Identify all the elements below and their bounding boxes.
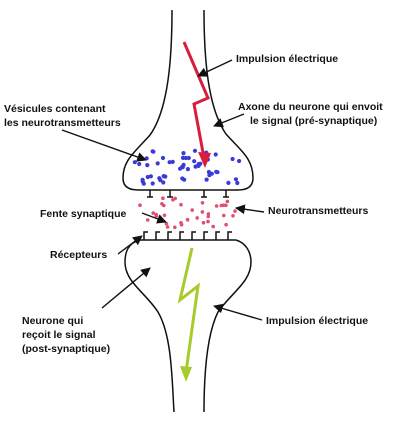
leader-neurotransmitters [235, 204, 265, 215]
neurotransmitter-dot [165, 225, 170, 229]
label-receiving-line3: (post-synaptique) [22, 343, 110, 355]
neurotransmitter-dot [164, 221, 169, 226]
neurotransmitter-dot [162, 203, 166, 208]
impulse-arrow-top-head [198, 152, 211, 168]
vesicle-dot [230, 156, 235, 162]
label-cleft: Fente synaptique [40, 208, 127, 220]
vesicle-dot [150, 181, 155, 186]
neurotransmitter-dot [222, 213, 226, 218]
neurotransmitter-dot [211, 224, 215, 229]
vesicle-dot [209, 171, 214, 176]
neurotransmitter-dot [233, 209, 237, 213]
label-neurotransmitters: Neurotransmetteurs [268, 205, 369, 217]
vesicle-dot [150, 149, 155, 154]
neurotransmitter-dot [161, 196, 165, 200]
neurotransmitter-dot [200, 210, 205, 214]
receptors [143, 231, 232, 240]
neurotransmitter-dot [200, 201, 205, 205]
neurotransmitter-dot [224, 203, 228, 208]
leader-axon [213, 113, 245, 128]
neurotransmitter-dot [190, 208, 194, 212]
label-vesicles-line1: Vésicules contenant [4, 103, 106, 115]
vesicles [132, 148, 242, 186]
neurotransmitter-dot [201, 220, 206, 225]
impulse-arrow-top [182, 41, 210, 159]
vesicle-dot [132, 160, 137, 165]
label-impulse-top: Impulsion électrique [236, 53, 338, 65]
impulse-arrow-bottom-head [180, 366, 192, 382]
impulse-arrow-bottom [177, 247, 200, 373]
vesicle-dot [167, 160, 172, 165]
vesicle-dot [214, 169, 219, 174]
vesicle-dot [155, 161, 160, 166]
vesicle-dot [183, 155, 188, 161]
leader-impulse-bottom [213, 303, 263, 321]
neurotransmitter-dot [206, 212, 211, 216]
vesicle-dot [237, 158, 242, 164]
neurotransmitters [138, 196, 237, 230]
vesicle-dot [226, 180, 231, 185]
neurotransmitter-dot [231, 214, 235, 218]
leader-vesicles [61, 129, 147, 162]
vesicle-dot [181, 151, 186, 156]
label-axon-line1: Axone du neurone qui envoit [238, 101, 383, 113]
label-receiving-line2: reçoit le signal [22, 329, 96, 341]
vesicle-dot [233, 177, 239, 182]
vesicle-dot [137, 161, 142, 167]
vesicle-dot [182, 177, 187, 182]
vesicle-dot [192, 148, 198, 153]
leader-receiving-neuron [101, 267, 151, 309]
neurotransmitter-dot [206, 219, 210, 224]
label-vesicles-line2: les neurotransmetteurs [4, 117, 121, 129]
leader-cleft [141, 212, 167, 224]
vesicle-dot [192, 159, 197, 164]
release-sites [147, 190, 229, 198]
vesicle-dot [170, 159, 175, 164]
vesicle-dot [204, 177, 209, 182]
neurotransmitter-dot [214, 204, 219, 208]
neurotransmitter-dot [162, 213, 167, 218]
presynaptic-neuron-outline [122, 9, 254, 191]
vesicle-dot [185, 167, 190, 172]
neurotransmitter-dot [195, 216, 199, 220]
vesicle-dot [161, 174, 166, 179]
neurotransmitter-dot [173, 225, 177, 230]
neurotransmitter-dot [225, 199, 230, 204]
neurotransmitter-dot [179, 202, 183, 207]
neurotransmitter-dot [185, 217, 190, 222]
vesicle-dot [181, 162, 186, 167]
vesicle-dot [145, 163, 150, 168]
label-receptors: Récepteurs [50, 249, 107, 261]
vesicle-dot [213, 152, 218, 157]
label-receiving-line1: Neurone qui [22, 315, 83, 327]
vesicle-dot [161, 180, 166, 185]
vesicle-dot [141, 181, 146, 186]
vesicle-dot [160, 155, 166, 161]
leader-impulse-top [197, 59, 233, 77]
leader-receptors [117, 235, 143, 255]
vesicle-dot [157, 176, 162, 181]
label-axon-line2: le signal (pré-synaptique) [250, 115, 377, 127]
neurotransmitter-dot [206, 214, 211, 219]
neurotransmitter-dot [145, 218, 150, 222]
neurotransmitter-dot [179, 221, 183, 225]
neurotransmitter-dot [138, 203, 142, 207]
vesicle-dot [196, 163, 201, 168]
neurotransmitter-dot [151, 211, 155, 215]
label-impulse-bottom: Impulsion électrique [266, 315, 368, 327]
vesicle-dot [186, 155, 191, 161]
vesicle-dot [235, 180, 240, 186]
vesicle-dot [145, 174, 150, 180]
postsynaptic-neuron-outline [124, 239, 252, 413]
neurotransmitter-dot [171, 197, 175, 202]
neurotransmitter-dot [224, 222, 228, 227]
